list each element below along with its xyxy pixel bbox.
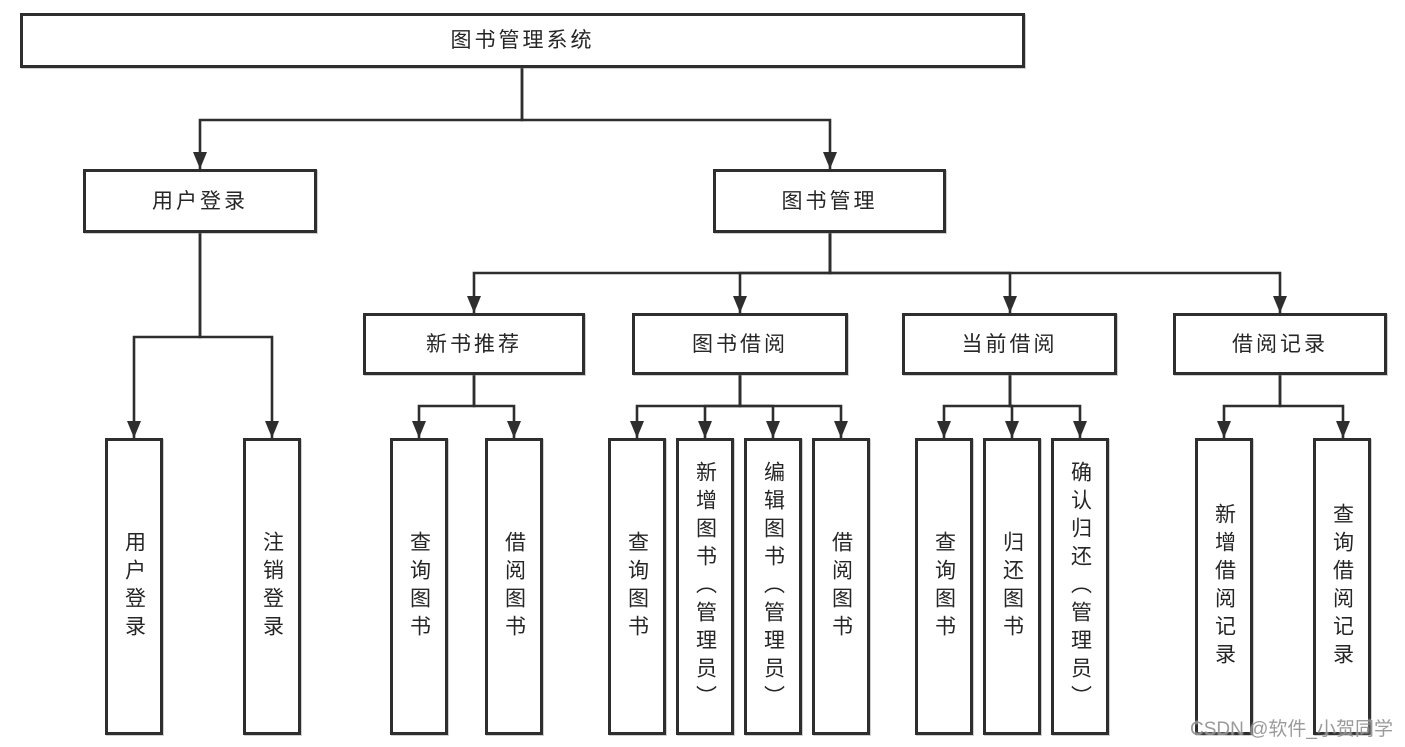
leaf-logout: 注销登录 xyxy=(243,438,301,735)
csdn-watermark: CSDN @软件_小贺同学 xyxy=(1190,719,1393,740)
edge-cb-confirm xyxy=(1008,375,1087,438)
leaf-cb-confirm-return-admin: 确认归还（管理员） xyxy=(1051,438,1109,735)
edge-bb-add xyxy=(698,375,742,438)
node-current-borrow: 当前借阅 xyxy=(902,313,1117,375)
leaf-br-query-record-label: 查询借阅记录 xyxy=(1330,502,1354,671)
edge-login-leaf-logout xyxy=(198,233,279,438)
leaf-logout-label: 注销登录 xyxy=(260,530,284,643)
leaf-user-login-label: 用户登录 xyxy=(122,530,146,643)
node-book-mgmt-label: 图书管理 xyxy=(781,189,878,213)
leaf-bb-edit-book-admin: 编辑图书（管理员） xyxy=(744,438,802,735)
edge-root-book-mgmt xyxy=(520,68,837,169)
edge-mgmt-borrow-record xyxy=(828,233,1287,313)
edge-br-query xyxy=(1278,375,1350,438)
node-borrow-record: 借阅记录 xyxy=(1173,313,1387,375)
edge-br-add xyxy=(1217,375,1282,438)
node-book-borrow: 图书借阅 xyxy=(632,313,848,375)
node-book-borrow-label: 图书借阅 xyxy=(692,332,788,356)
node-root-system: 图书管理系统 xyxy=(20,13,1025,68)
node-user-login: 用户登录 xyxy=(83,169,317,233)
leaf-bb-query-book: 查询图书 xyxy=(608,438,666,735)
edge-mgmt-book-borrow xyxy=(733,233,832,313)
leaf-bb-edit-book-admin-label: 编辑图书（管理员） xyxy=(761,460,785,713)
node-user-login-label: 用户登录 xyxy=(152,189,248,213)
edge-root-user-login xyxy=(193,68,524,169)
leaf-bb-add-book-admin-label: 新增图书（管理员） xyxy=(693,460,717,713)
leaf-br-add-record: 新增借阅记录 xyxy=(1195,438,1253,735)
node-borrow-record-label: 借阅记录 xyxy=(1232,332,1328,356)
node-new-book-recommend: 新书推荐 xyxy=(363,313,585,375)
node-book-mgmt: 图书管理 xyxy=(713,169,946,233)
leaf-cb-return-book: 归还图书 xyxy=(983,438,1041,735)
edge-login-leaf-user-login xyxy=(127,233,202,438)
edge-rec-query xyxy=(412,375,476,438)
leaf-rec-query-book-label: 查询图书 xyxy=(407,530,431,643)
edge-cb-query xyxy=(937,375,1012,438)
leaf-cb-query-book-label: 查询图书 xyxy=(932,530,956,643)
leaf-bb-query-book-label: 查询图书 xyxy=(625,530,649,643)
leaf-br-query-record: 查询借阅记录 xyxy=(1313,438,1371,735)
leaf-bb-borrow-book: 借阅图书 xyxy=(812,438,870,735)
node-new-book-recommend-label: 新书推荐 xyxy=(426,332,522,356)
node-root-label: 图书管理系统 xyxy=(450,29,595,52)
edge-rec-borrow xyxy=(472,375,521,438)
leaf-rec-borrow-book-label: 借阅图书 xyxy=(502,530,526,643)
leaf-bb-borrow-book-label: 借阅图书 xyxy=(829,530,853,643)
leaf-cb-confirm-return-admin-label: 确认归还（管理员） xyxy=(1068,460,1092,713)
node-current-borrow-label: 当前借阅 xyxy=(961,332,1058,356)
leaf-br-add-record-label: 新增借阅记录 xyxy=(1212,502,1236,671)
leaf-bb-add-book-admin: 新增图书（管理员） xyxy=(676,438,734,735)
edge-bb-borrow xyxy=(738,375,848,438)
leaf-user-login: 用户登录 xyxy=(105,438,163,735)
leaf-rec-borrow-book: 借阅图书 xyxy=(485,438,543,735)
leaf-cb-return-book-label: 归还图书 xyxy=(1000,530,1024,643)
leaf-rec-query-book: 查询图书 xyxy=(390,438,448,735)
leaf-cb-query-book: 查询图书 xyxy=(915,438,973,735)
